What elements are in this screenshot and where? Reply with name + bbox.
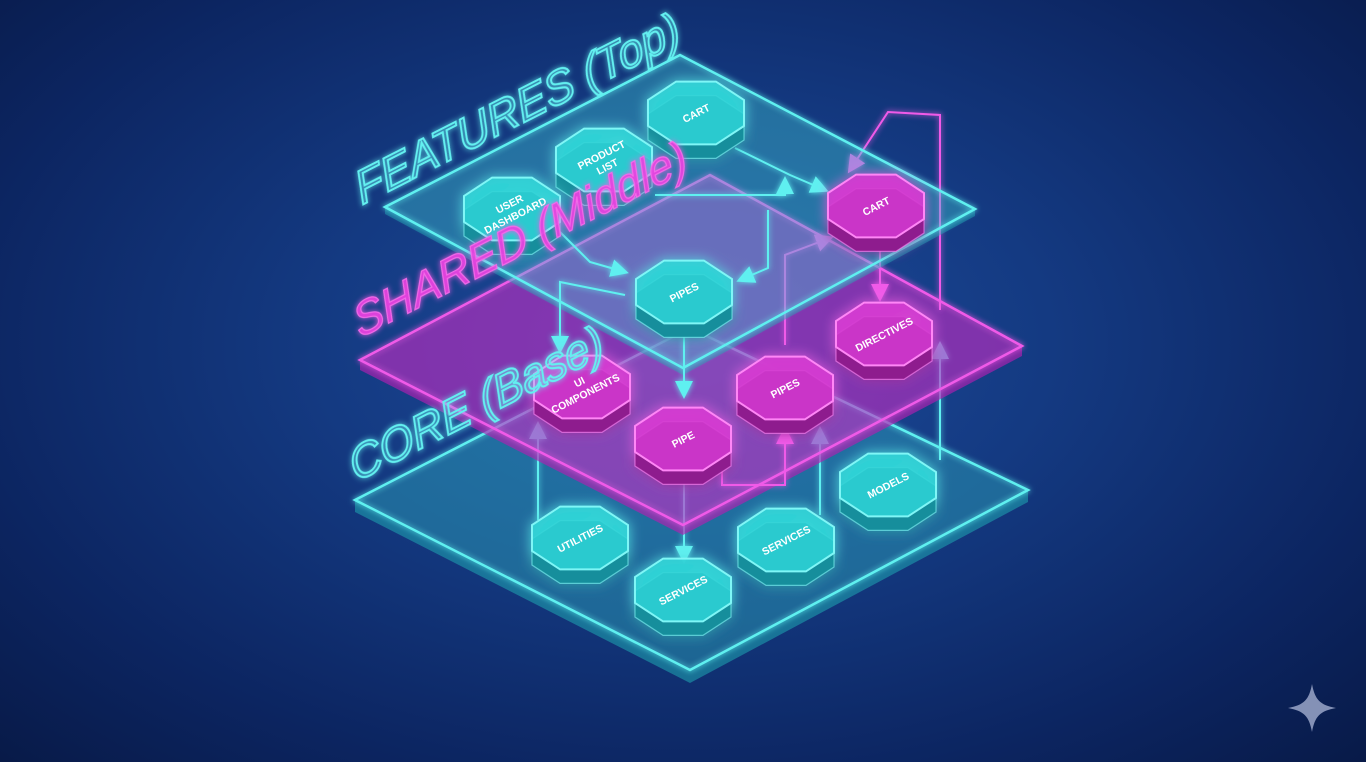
- node-face: [839, 452, 937, 518]
- node-face: [827, 173, 925, 239]
- node-cart-top: CART: [647, 80, 745, 159]
- node-face: [463, 176, 561, 242]
- node-services-bottom: SERVICES: [634, 557, 732, 637]
- connector-pipes-to-product: [655, 176, 794, 196]
- node-face: [635, 259, 733, 325]
- connector-pipes-left-down: [551, 280, 626, 354]
- features-top-layer: [382, 53, 978, 375]
- node-ui-components: UICOMPONENTS: [533, 354, 631, 433]
- node-cart-pink: CART: [827, 173, 925, 252]
- node-pipes-pink: PIPES: [736, 355, 834, 434]
- node-pipes-cyan: PIPES: [635, 259, 733, 338]
- node-pipe: PIPE: [634, 406, 732, 485]
- node-face: [737, 507, 835, 573]
- connector-dashboard-to-pipes: [559, 231, 629, 277]
- connector-cart-to-cart: [734, 147, 829, 193]
- node-face: [647, 80, 745, 146]
- sparkle-icon: [1288, 684, 1336, 732]
- node-face: [531, 505, 629, 571]
- node-face: [555, 127, 653, 193]
- top-connectors: [551, 147, 829, 399]
- node-face: [634, 557, 732, 623]
- node-face: [634, 406, 732, 472]
- node-directives: DIRECTIVES: [835, 301, 933, 380]
- node-utilities: UTILITIES: [531, 505, 629, 585]
- node-product-list: PRODUCTLIST: [555, 127, 653, 206]
- connector-right-to-pipes: [736, 210, 769, 283]
- node-face: [736, 355, 834, 421]
- node-services-right: SERVICES: [737, 507, 835, 587]
- node-face: [835, 301, 933, 367]
- node-user-dashboard: USERDASHBOARD: [463, 176, 561, 255]
- node-face: [533, 354, 631, 420]
- node-models: MODELS: [839, 452, 937, 532]
